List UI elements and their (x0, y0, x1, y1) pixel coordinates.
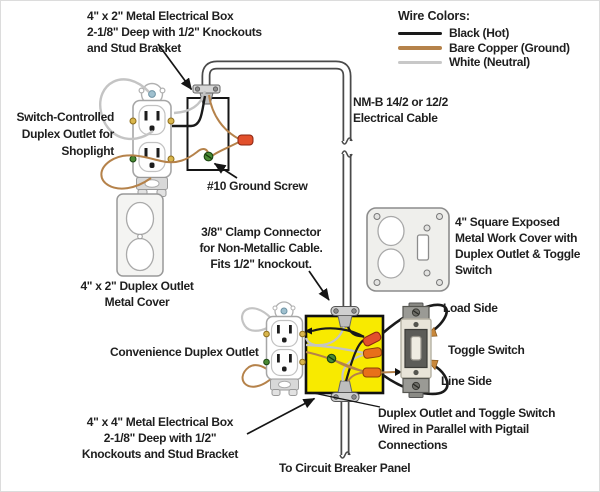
label-load-side: Load Side (443, 301, 498, 315)
label-switch-controlled-outlet: Switch-Controlled Duplex Outlet for Shop… (16, 110, 114, 158)
cable-break-icon (341, 150, 353, 158)
shoplight-duplex-outlet (129, 82, 175, 197)
white-neutral-wire (173, 90, 207, 115)
copper-ground-wire (100, 148, 209, 190)
legend-title: Wire Colors: (398, 9, 470, 23)
black-hot-wire (172, 95, 207, 128)
yoke-screw-icon (280, 307, 288, 315)
legend-item-label: White (Neutral) (449, 55, 530, 70)
copper-ground-wire (241, 364, 273, 388)
wire-colors-legend: Wire Colors: Black (Hot) Bare Copper (Gr… (398, 9, 570, 70)
label-parallel-wiring: Duplex Outlet and Toggle Switch Wired in… (378, 406, 556, 452)
brass-terminal-screw (167, 155, 175, 163)
white-wire-swatch (398, 60, 442, 64)
legend-item-bare-copper: Bare Copper (Ground) (398, 41, 570, 56)
copper-wire-swatch (398, 46, 442, 50)
convenience-duplex-outlet (240, 301, 306, 396)
wire-nut (362, 347, 383, 359)
brass-terminal-screw (263, 330, 270, 338)
label-toggle-switch: Toggle Switch (448, 343, 525, 357)
red-wire-nut (237, 134, 254, 146)
legend-item-white-neutral: White (Neutral) (398, 55, 570, 70)
square-work-cover (366, 207, 450, 292)
label-square-work-cover: 4" Square Exposed Metal Work Cover with … (455, 215, 581, 277)
nmb-cable-run (201, 60, 353, 459)
brass-terminal-screw (167, 117, 175, 125)
arrow-to-junction-box (246, 397, 316, 435)
label-duplex-cover-4x2: 4" x 2" Duplex Outlet Metal Cover (80, 279, 194, 309)
cable-break-icon (339, 451, 351, 459)
wire-nut (362, 331, 382, 347)
arrow-to-ground-screw (213, 162, 238, 179)
upper-box-wiring (99, 78, 254, 190)
label-ground-screw: #10 Ground Screw (207, 179, 308, 193)
arrow-to-clamp (308, 270, 330, 301)
black-hot-wire (346, 326, 365, 338)
green-terminal-screw (263, 358, 270, 366)
label-line-side: Line Side (441, 374, 492, 388)
legend-item-label: Bare Copper (Ground) (449, 40, 570, 55)
brass-terminal-screw (299, 330, 306, 338)
label-clamp-connector: 3/8" Clamp Connector for Non-Metallic Ca… (199, 225, 323, 271)
yoke-screw-icon (148, 90, 156, 98)
copper-ground-wire (347, 371, 364, 382)
pointer-to-pigtails (310, 391, 381, 408)
black-wire-swatch (398, 31, 442, 35)
callout-arrows (157, 43, 381, 435)
cable-break-icon (341, 137, 353, 145)
duplex-cover-plate (116, 193, 164, 277)
brass-terminal-screw (299, 358, 306, 366)
toggle-lever (410, 335, 422, 361)
wire-nut (362, 367, 382, 378)
label-box-4x2: 4" x 2" Metal Electrical Box 2-1/8" Deep… (87, 9, 262, 55)
copper-ground-wire (333, 359, 364, 372)
green-terminal-screw (129, 155, 137, 163)
copper-ground-wire (380, 371, 396, 374)
junction-box-wiring (304, 303, 449, 396)
black-hot-wire (344, 339, 365, 382)
label-nmb-cable: NM-B 14/2 or 12/2 Electrical Cable (353, 95, 448, 125)
white-neutral-wire (240, 307, 272, 332)
copper-ground-wire (208, 94, 240, 140)
white-neutral-wire (305, 343, 365, 355)
white-neutral-wire (99, 78, 154, 141)
toggle-slot (416, 234, 430, 261)
legend-item-label: Black (Hot) (449, 26, 510, 41)
toggle-switch-device (400, 302, 432, 398)
label-box-4x4: 4" x 4" Metal Electrical Box 2-1/8" Deep… (81, 415, 239, 461)
label-convenience-outlet: Convenience Duplex Outlet (110, 345, 259, 359)
arrow-to-upper-box (157, 43, 193, 91)
legend-item-black-hot: Black (Hot) (398, 26, 570, 41)
brass-terminal-screw (129, 117, 137, 125)
label-breaker-panel: To Circuit Breaker Panel (279, 461, 411, 475)
